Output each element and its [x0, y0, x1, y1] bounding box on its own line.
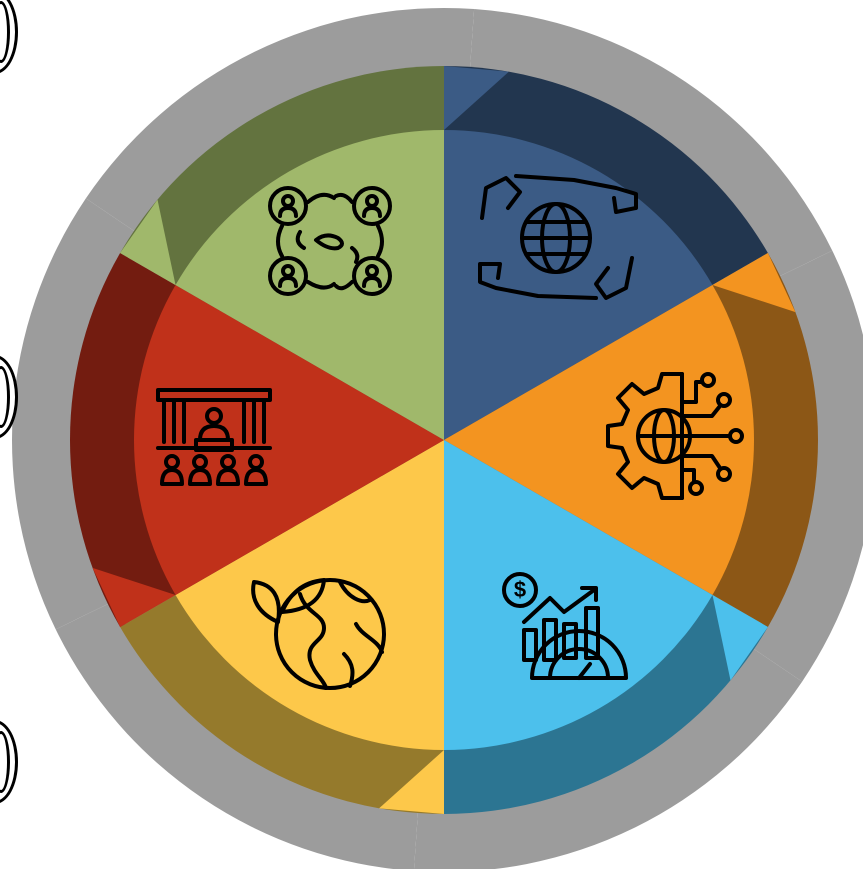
outer-band-global-network — [469, 9, 833, 279]
segment-public-assembly — [133, 285, 444, 595]
segment-sustainability — [175, 440, 445, 750]
sustainability-icon — [251, 578, 386, 690]
segment-tail-sustainability — [379, 750, 444, 814]
svg-text:$: $ — [514, 577, 526, 602]
outer-band-digital-technology — [749, 250, 863, 682]
segment-icons: $ — [156, 174, 744, 690]
segments — [69, 66, 818, 814]
segment-tail-digital-technology — [712, 253, 796, 313]
edge-marker-top — [0, 0, 18, 74]
segment-tail-global-network — [444, 66, 509, 130]
digital-technology-icon — [606, 372, 744, 500]
public-assembly-icon — [156, 388, 272, 486]
outer-band-sustainability — [55, 601, 419, 871]
segment-tail-social-connections — [120, 199, 176, 285]
segment-tail-financial-growth — [712, 595, 768, 681]
segment-tail-public-assembly — [92, 567, 176, 627]
financial-growth-icon: $ — [502, 572, 628, 680]
segment-financial-growth — [444, 440, 713, 750]
global-network-icon — [478, 174, 638, 300]
social-connections-icon — [268, 186, 392, 296]
segment-digital-technology — [444, 285, 754, 595]
segment-global-network — [444, 130, 713, 440]
